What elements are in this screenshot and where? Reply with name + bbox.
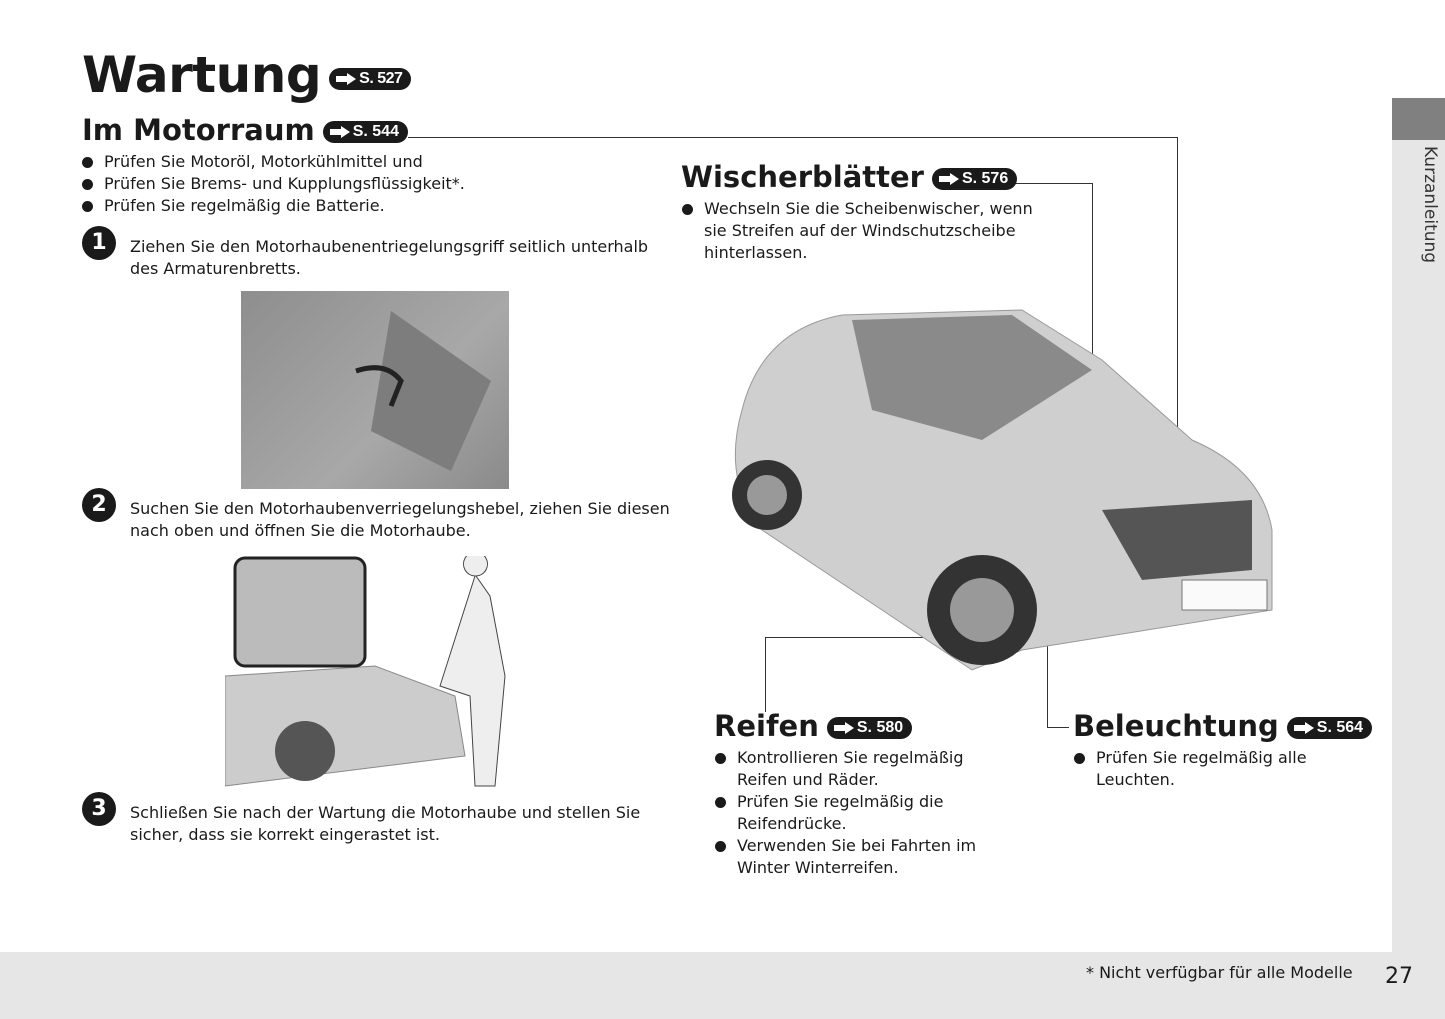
page-ref-link[interactable]: S. 580 <box>826 717 913 739</box>
step-3: 3 Schließen Sie nach der Wartung die Moto… <box>82 792 662 846</box>
hood-release-illustration <box>241 291 509 489</box>
heading-text: Reifen <box>714 709 819 743</box>
arrow-right-icon <box>335 73 357 85</box>
arrow-right-icon <box>1293 722 1315 734</box>
page-title-text: Wartung <box>82 46 322 104</box>
list-item: Wechseln Sie die Scheibenwischer, wenn s… <box>680 198 1040 264</box>
side-tab-marker <box>1392 98 1445 140</box>
side-tab-strip <box>1392 98 1445 952</box>
list-item: Prüfen Sie Motoröl, Motorkühlmittel und <box>80 151 465 173</box>
section-heading-lights: Beleuchtung S. 564 <box>1073 709 1373 743</box>
page-ref-text: S. 544 <box>352 123 399 140</box>
page-ref-text: S. 576 <box>961 170 1009 187</box>
page-ref-link[interactable]: S. 576 <box>931 168 1018 190</box>
side-tab-label[interactable]: Kurzanleitung <box>1420 146 1440 264</box>
arrow-right-icon <box>833 722 855 734</box>
list-item: Kontrollieren Sie regelmäßig Reifen und … <box>713 747 983 791</box>
footer-band <box>0 952 1445 1019</box>
step-text: Suchen Sie den Motorhaubenverriegelungsh… <box>130 499 670 540</box>
leader-line <box>1177 137 1178 477</box>
list-item: Prüfen Sie Brems- und Kupplungsflüssigke… <box>80 173 465 195</box>
step-2: 2 Suchen Sie den Motorhaubenverriegelungs… <box>82 488 672 542</box>
heading-text: Wischerblätter <box>681 160 924 194</box>
car-illustration <box>722 300 1282 690</box>
hood-open-illustration <box>224 551 530 792</box>
leader-line <box>408 137 1178 138</box>
page-ref-link[interactable]: S. 527 <box>329 67 412 90</box>
list-item: Prüfen Sie regelmäßig die Batterie. <box>80 195 465 217</box>
lights-bullets: Prüfen Sie regelmäßig alle Leuchten. <box>1072 747 1322 791</box>
list-item: Verwenden Sie bei Fahrten im Winter Wint… <box>713 835 983 879</box>
leader-line <box>1000 183 1092 184</box>
page-ref-text: S. 564 <box>1316 719 1364 736</box>
section-heading-wipers: Wischerblätter S. 576 <box>681 160 1018 194</box>
page-ref-link[interactable]: S. 564 <box>1286 717 1373 739</box>
footnote: * Nicht verfügbar für alle Modelle <box>1086 963 1353 982</box>
list-item: Prüfen Sie regelmäßig alle Leuchten. <box>1072 747 1322 791</box>
page-title: Wartung S. 527 <box>82 46 412 104</box>
step-text: Ziehen Sie den Motorhaubenentriegelungsg… <box>130 237 649 278</box>
list-item: Prüfen Sie regelmäßig die Reifendrücke. <box>713 791 983 835</box>
step-1: 1 Ziehen Sie den Motorhaubenentriegelungs… <box>82 226 662 280</box>
engine-bullets: Prüfen Sie Motoröl, Motorkühlmittel und … <box>80 151 465 217</box>
step-number: 1 <box>82 226 116 260</box>
heading-text: Beleuchtung <box>1073 709 1279 743</box>
heading-text: Im Motorraum <box>82 113 315 147</box>
page-ref-text: S. 580 <box>856 719 904 736</box>
arrow-right-icon <box>938 173 960 185</box>
page-ref-link[interactable]: S. 544 <box>322 121 408 143</box>
page-number: 27 <box>1385 964 1413 989</box>
step-number: 2 <box>82 488 116 522</box>
wipers-bullets: Wechseln Sie die Scheibenwischer, wenn s… <box>680 198 1040 264</box>
leader-line <box>765 637 930 638</box>
arrow-right-icon <box>329 126 351 138</box>
leader-line <box>765 637 766 712</box>
tires-bullets: Kontrollieren Sie regelmäßig Reifen und … <box>713 747 983 879</box>
section-heading-tires: Reifen S. 580 <box>714 709 913 743</box>
leader-line <box>1092 183 1093 426</box>
page-ref-text: S. 527 <box>359 69 403 87</box>
step-text: Schließen Sie nach der Wartung die Motor… <box>130 803 641 844</box>
section-heading-engine: Im Motorraum S. 544 <box>82 113 408 147</box>
step-number: 3 <box>82 792 116 826</box>
leader-line <box>1047 727 1069 728</box>
